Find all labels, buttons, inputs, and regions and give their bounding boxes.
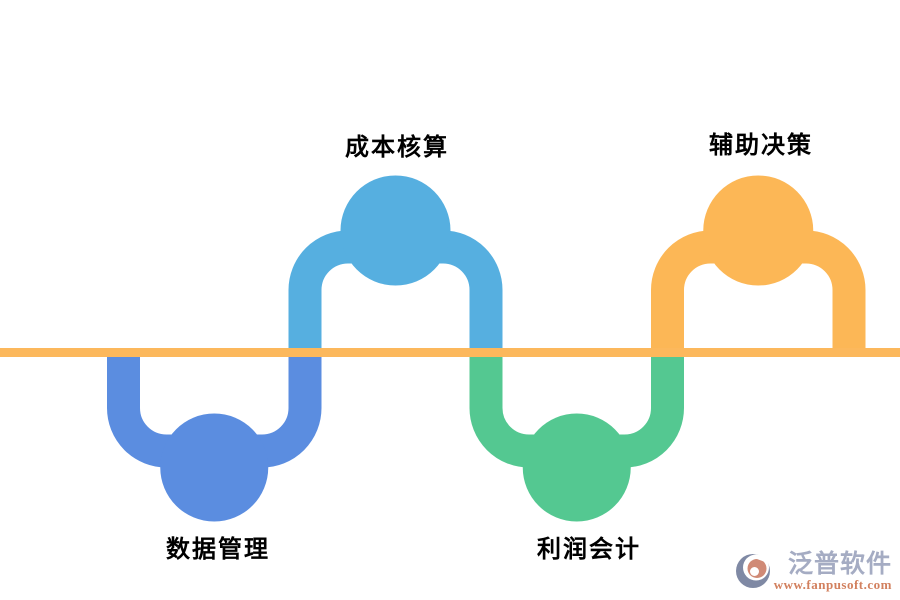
baseline	[0, 348, 900, 357]
fanpu-brand-text: 泛普软件	[787, 551, 892, 578]
node-circle-decision-support	[703, 175, 814, 286]
fanpu-watermark: 泛普软件 www.fanpusoft.com	[735, 551, 892, 592]
fanpu-url-text: www.fanpusoft.com	[773, 577, 892, 592]
fanpu-watermark-texts: 泛普软件 www.fanpusoft.com	[774, 551, 892, 592]
label-data-management: 数据管理	[166, 536, 270, 563]
fanpu-logo-icon	[735, 553, 771, 589]
label-profit-accounting: 利润会计	[537, 536, 641, 563]
node-circle-cost-accounting	[340, 175, 451, 286]
label-cost-accounting: 成本核算	[345, 134, 449, 161]
label-decision-support: 辅助决策	[709, 132, 813, 159]
node-circle-data-management	[160, 413, 269, 522]
node-circle-profit-accounting	[522, 413, 631, 522]
